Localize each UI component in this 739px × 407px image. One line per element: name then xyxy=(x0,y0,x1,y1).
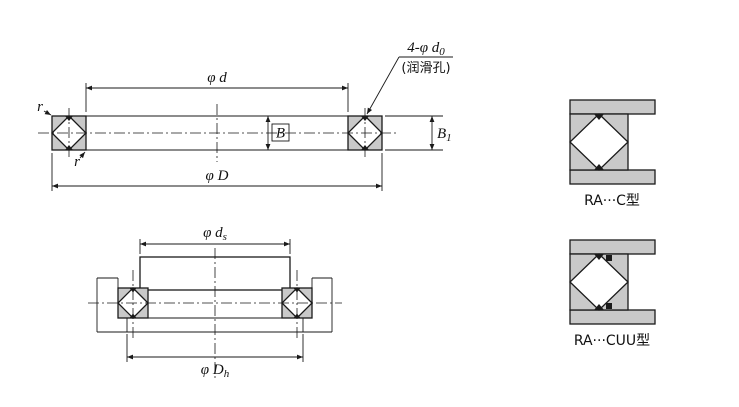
mounting-view: φ ds φ Dh xyxy=(88,225,342,380)
dim-label-r-bottom: r xyxy=(74,154,80,170)
dimension-width-b1: B1 xyxy=(385,115,452,151)
dim-b-box xyxy=(271,123,290,142)
type-label-cuu: RA···CUU型 xyxy=(574,333,650,349)
seal-mark-bottom xyxy=(606,303,612,309)
detail-c-type: RA···C型 xyxy=(569,99,656,209)
radius-callout-bottom: r xyxy=(74,151,86,170)
lube-holes-note: (润滑孔) xyxy=(401,61,450,76)
dim-label-phi-Dh: φ Dh xyxy=(201,362,230,380)
ring-bar-top xyxy=(569,239,656,255)
dimension-bore: φ d xyxy=(85,70,349,112)
roller-tip-mark xyxy=(594,304,604,310)
lube-holes-label: 4-φ d0 xyxy=(407,40,445,58)
ring-bar-bottom xyxy=(569,309,656,325)
main-section-view: φ d φ D B B1 r r xyxy=(37,40,453,191)
dimension-shaft-pilot: φ ds xyxy=(139,225,291,254)
roller-tip-mark xyxy=(594,164,604,170)
dim-label-b1: B1 xyxy=(437,126,452,144)
lubrication-holes-callout: 4-φ d0 (润滑孔) xyxy=(366,40,453,115)
detail-cuu-type: RA···CUU型 xyxy=(569,239,656,349)
seal-mark-top xyxy=(606,255,612,261)
ring-bar-bottom xyxy=(569,169,656,185)
dim-label-phi-D: φ D xyxy=(206,168,229,184)
dim-label-r-top: r xyxy=(37,99,43,115)
radius-callout-top: r xyxy=(37,99,52,116)
dim-label-b: B xyxy=(276,126,285,142)
dim-label-phi-d: φ d xyxy=(207,70,227,86)
type-label-c: RA···C型 xyxy=(584,193,640,209)
dim-label-phi-ds: φ ds xyxy=(203,225,227,243)
dimension-outside: φ D xyxy=(51,153,383,191)
roller-tip-mark xyxy=(594,254,604,260)
roller-tip-mark xyxy=(594,114,604,120)
ring-bar-top xyxy=(569,99,656,115)
